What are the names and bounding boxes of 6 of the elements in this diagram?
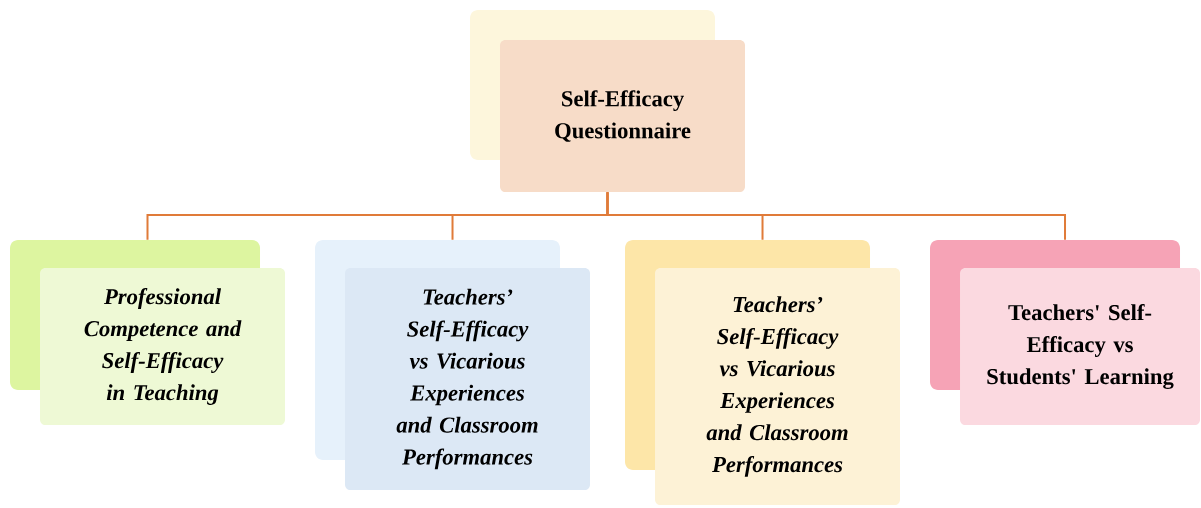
- connector-line: [606, 191, 1066, 241]
- tabbed-box: Teachers’ Self-Efficacy vs Vicarious Experiences and Classroom Performances: [625, 240, 900, 505]
- tabbed-box: Professional Competence and Self-Efficacy in Teaching: [10, 240, 285, 425]
- tabbed-box: Teachers' Self-Efficacy vs Students' Learning: [930, 240, 1200, 425]
- tabbed-box: Self-Efficacy Questionnaire: [470, 10, 745, 192]
- tabbed-box: Teachers’ Self-Efficacy vs Vicarious Experiences and Classroom Performances: [315, 240, 590, 490]
